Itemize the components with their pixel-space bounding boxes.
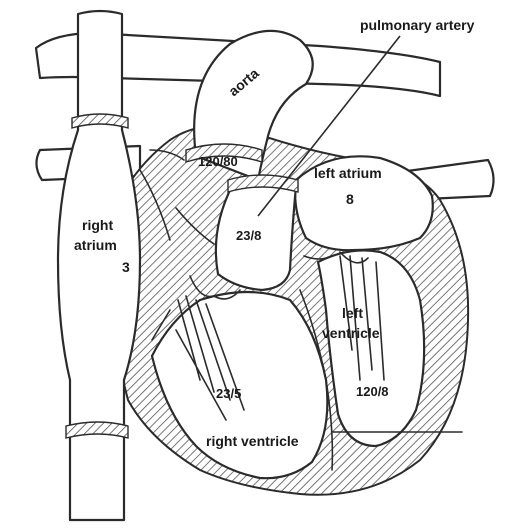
right-atrium-label-line2: atrium	[74, 237, 117, 253]
left-ventricle-label-line2: ventricle	[322, 325, 380, 341]
right-atrium-label-line1: right	[82, 217, 113, 233]
aorta-pressure-label: 120/80	[198, 154, 238, 169]
left-ventricle-pressure-label: 120/8	[356, 384, 389, 399]
right-atrium-pressure-label: 3	[122, 259, 130, 275]
pulmonary-artery-label: pulmonary artery	[360, 17, 475, 33]
left-ventricle-label-line1: left	[342, 305, 363, 321]
right-ventricle-label: right ventricle	[206, 433, 299, 449]
pulmonary-artery-pressure-label: 23/8	[236, 228, 261, 243]
left-atrium-label: left atrium	[314, 165, 382, 181]
left-atrium-pressure-label: 8	[346, 191, 354, 207]
right-ventricle-pressure-label: 23/5	[216, 386, 241, 401]
